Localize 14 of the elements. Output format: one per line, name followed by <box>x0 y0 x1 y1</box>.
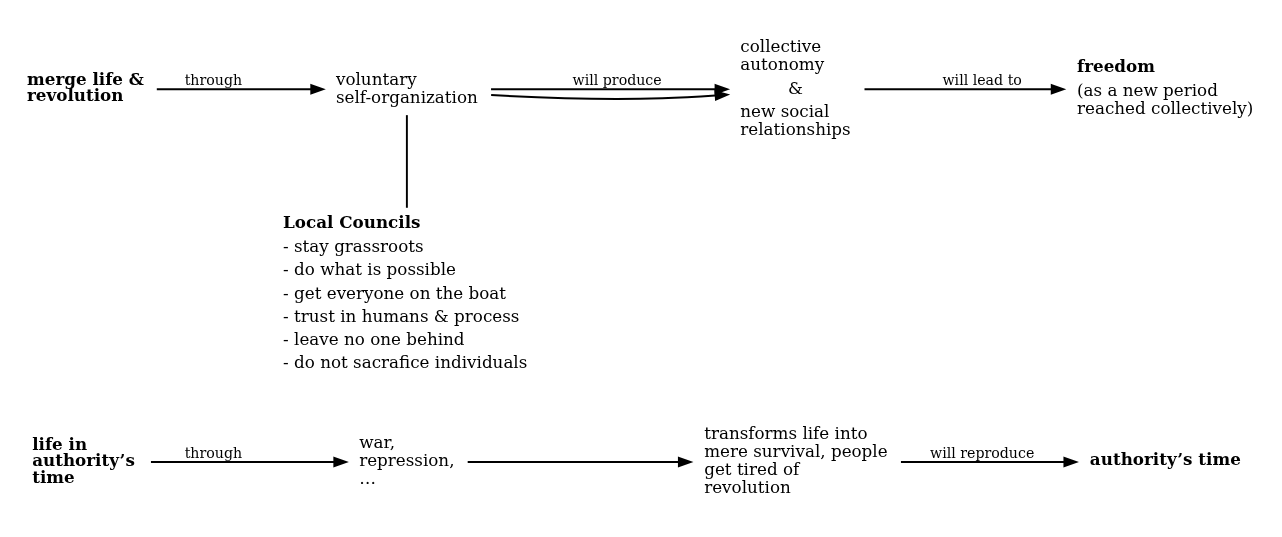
edge-label: through <box>184 72 243 89</box>
node-text: collective autonomy & new social relationships <box>740 36 851 139</box>
node-text: merge life & revolution <box>27 68 144 106</box>
node-text: authority’s time <box>1089 449 1241 470</box>
node-text: freedom (as a new period reached collectively) <box>1076 55 1254 119</box>
edge-label: will lead to <box>942 72 1022 89</box>
node-text: voluntary self-organization <box>335 68 478 107</box>
node-text: war, repression, … <box>359 432 455 489</box>
edge-label: will produce <box>572 72 662 89</box>
edge-label: through <box>184 444 243 461</box>
node-text: transforms life into mere survival, people get tired of revolution <box>704 423 888 498</box>
edge-label: will reproduce <box>930 444 1035 461</box>
node-text: Local Councils - stay grassroots - do what is possible - get everyone on the boat - trust in humans & process - leave no one behind - do not sacrafice individuals <box>283 211 528 373</box>
node-text: life in authority’s time <box>32 433 135 488</box>
